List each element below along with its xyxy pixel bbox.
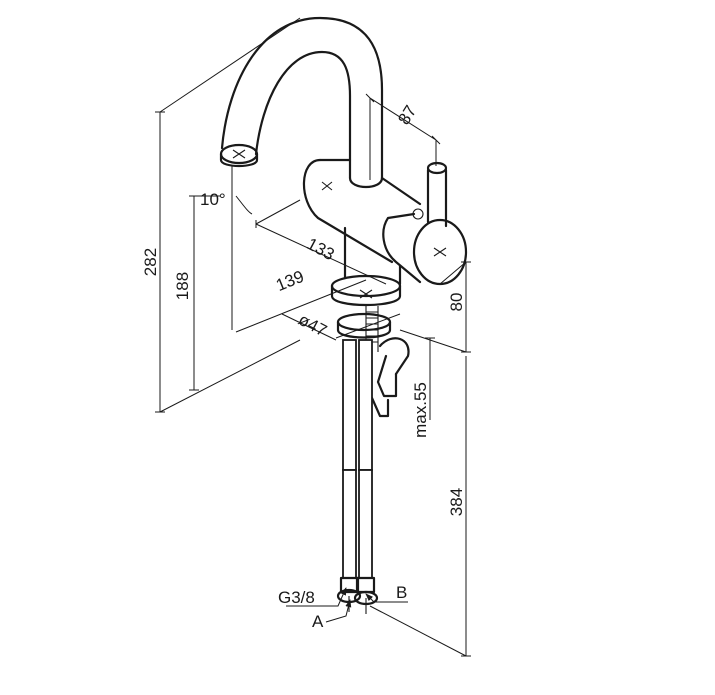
- dimension-lines: [155, 17, 471, 657]
- base-plate: [330, 274, 402, 307]
- faucet-body: [302, 158, 422, 286]
- dim-max55: max.55: [411, 382, 430, 438]
- dim-384: 384: [447, 488, 466, 516]
- hose-a-lower: [342, 469, 357, 579]
- spout: [219, 16, 384, 189]
- callout-b: B: [396, 583, 407, 602]
- hose-a-upper: [342, 339, 357, 471]
- dim-angle: 10°: [200, 190, 226, 209]
- callout-leaders: [286, 587, 408, 623]
- dim-282: 282: [141, 248, 160, 276]
- lever-top: [426, 161, 448, 175]
- fitting-b: [355, 576, 376, 594]
- dim-87: 87: [394, 102, 420, 128]
- dim-47: ø47: [295, 310, 330, 341]
- dim-80: 80: [447, 293, 466, 312]
- hose-b-upper: [358, 339, 373, 471]
- flexible-hoses: [336, 339, 379, 614]
- base-cross-mark: [359, 289, 373, 299]
- hose-b-lower: [358, 469, 373, 579]
- handle-cross-mark: [433, 247, 447, 257]
- spout-cross-mark: [232, 149, 246, 159]
- lever-pin: [412, 208, 424, 220]
- dim-188: 188: [173, 272, 192, 300]
- body-cross-mark: [321, 181, 333, 191]
- callout-a: A: [312, 612, 324, 631]
- callout-thread: G3/8: [278, 588, 315, 607]
- dim-139: 139: [273, 267, 306, 295]
- lever-handle: [382, 161, 468, 286]
